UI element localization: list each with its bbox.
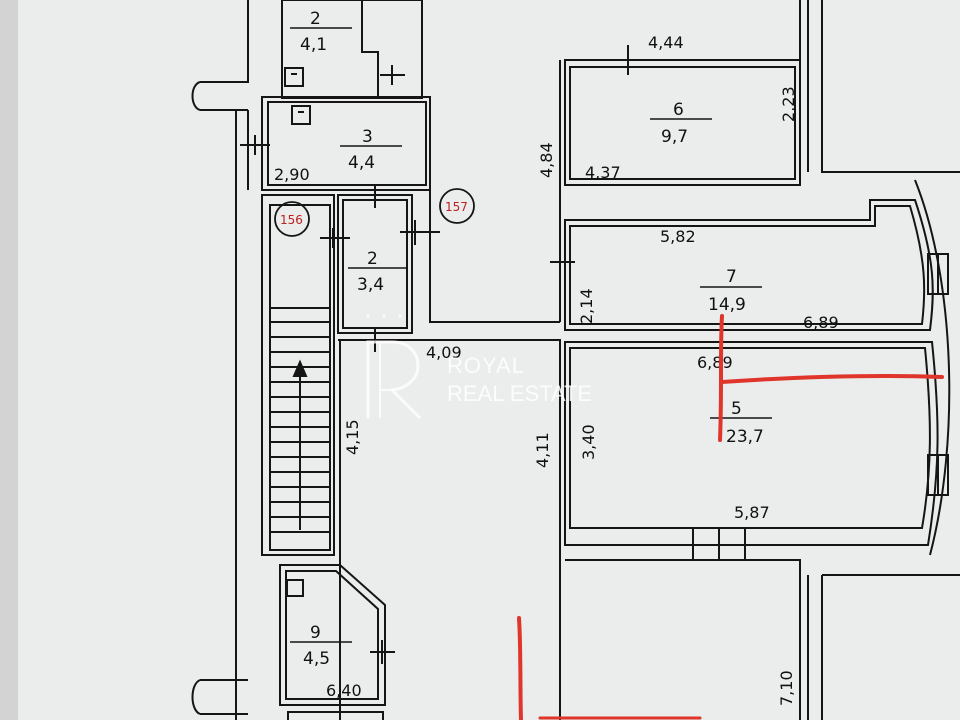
paper-sheet xyxy=(18,0,960,720)
watermark-royal: ROYAL xyxy=(447,353,525,378)
fraction-bars xyxy=(290,27,772,643)
watermark-real-estate: REAL ESTATE xyxy=(447,381,592,406)
marker-156-label: 156 xyxy=(280,213,303,227)
dim-2-14: 2,14 xyxy=(577,288,596,324)
room-6-area: 9,7 xyxy=(661,127,688,147)
room-9-area: 4,5 xyxy=(303,649,330,669)
marker-157: 157 xyxy=(439,188,475,224)
dim-2-23: 2,23 xyxy=(779,86,798,122)
red-mark-lower xyxy=(517,616,523,720)
dim-5-87: 5,87 xyxy=(734,503,770,522)
room-7-number: 7 xyxy=(726,267,737,287)
dim-5-82: 5,82 xyxy=(660,227,696,246)
room-3-number: 3 xyxy=(362,127,373,147)
dim-6-89-b: 6,89 xyxy=(697,353,733,372)
dimension-labels: 4,44 2,23 4,84 4,37 2,90 5,82 2,14 6,89 … xyxy=(274,33,839,706)
room-2-top-number: 2 xyxy=(310,9,321,29)
room-9-number: 9 xyxy=(310,623,321,643)
room-6-number: 6 xyxy=(673,100,684,120)
walls xyxy=(191,0,960,720)
dim-2-90: 2,90 xyxy=(274,165,310,184)
dim-3-40: 3,40 xyxy=(579,424,598,460)
dim-4-11: 4,11 xyxy=(533,432,552,468)
royal-r-logo-icon xyxy=(366,314,422,420)
dim-6-40: 6,40 xyxy=(326,681,362,700)
room-2-mid-number: 2 xyxy=(367,249,378,269)
room-3-area: 4,4 xyxy=(348,153,375,173)
room-2-mid-area: 3,4 xyxy=(357,275,384,295)
red-mark-vertical xyxy=(718,314,724,442)
red-mark-horizontal xyxy=(720,373,944,384)
marker-156: 156 xyxy=(274,201,310,237)
red-annotations xyxy=(517,314,944,720)
room-5-number: 5 xyxy=(731,399,742,419)
dim-4-37: 4,37 xyxy=(585,163,621,182)
marker-157-label: 157 xyxy=(445,200,468,214)
dim-6-89-a: 6,89 xyxy=(803,313,839,332)
dim-4-84: 4,84 xyxy=(537,142,556,178)
room-7-area: 14,9 xyxy=(708,295,746,315)
room-5-area: 23,7 xyxy=(726,427,764,447)
dim-7-10: 7,10 xyxy=(777,670,796,706)
room-2-top-area: 4,1 xyxy=(300,35,327,55)
dim-4-15: 4,15 xyxy=(343,419,362,455)
dim-4-09: 4,09 xyxy=(426,343,462,362)
room-labels: 2 4,1 3 4,4 2 3,4 6 9,7 7 14,9 5 23,7 9 … xyxy=(300,9,764,669)
dim-4-44: 4,44 xyxy=(648,33,684,52)
